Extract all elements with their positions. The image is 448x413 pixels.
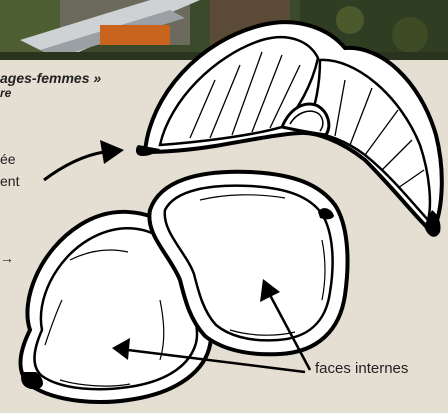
label-mid-line2: ent <box>0 173 19 189</box>
label-faces-internes: faces internes <box>315 360 408 377</box>
arrow-to-shell-tip <box>44 140 124 180</box>
label-top-line2: re <box>0 86 11 100</box>
label-mid-line1: ée <box>0 151 16 167</box>
label-arrow-glyph: → <box>0 250 14 266</box>
label-top-line1: ages-femmes » <box>0 70 101 86</box>
